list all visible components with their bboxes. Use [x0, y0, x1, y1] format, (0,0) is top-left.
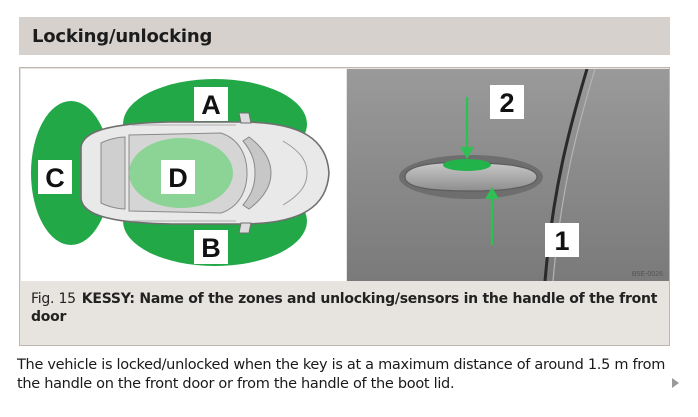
door-handle-illustration: 2 1 B5E-0026 — [347, 69, 669, 281]
figure-number: Fig. 15 — [31, 291, 76, 307]
arrow-up-icon — [485, 187, 499, 245]
marker-1-label: 1 — [545, 223, 579, 257]
svg-text:1: 1 — [554, 226, 569, 256]
svg-text:2: 2 — [499, 88, 514, 118]
figure: A B C D — [19, 67, 670, 346]
svg-text:D: D — [168, 163, 188, 193]
zones-illustration: A B C D — [21, 69, 346, 281]
zone-a-label: A — [194, 87, 228, 121]
zone-b-label: B — [194, 230, 228, 264]
zone-c-label: C — [38, 160, 72, 194]
caption-text: KESSY: Name of the zones and unlocking/s… — [31, 291, 658, 325]
door-handle — [404, 161, 538, 192]
svg-text:C: C — [45, 163, 65, 193]
triangle-right-icon — [672, 378, 679, 388]
zone-d-label: D — [161, 160, 195, 194]
image-code: B5E-0026 — [632, 271, 663, 278]
section-header: Locking/unlocking — [19, 17, 670, 55]
svg-text:B: B — [201, 233, 221, 263]
body-paragraph: The vehicle is locked/unlocked when the … — [17, 357, 666, 392]
arrow-down-icon — [460, 97, 474, 159]
section-title: Locking/unlocking — [32, 25, 213, 47]
svg-text:A: A — [201, 90, 221, 120]
unlock-sensor — [443, 159, 491, 171]
marker-2-label: 2 — [490, 85, 524, 119]
